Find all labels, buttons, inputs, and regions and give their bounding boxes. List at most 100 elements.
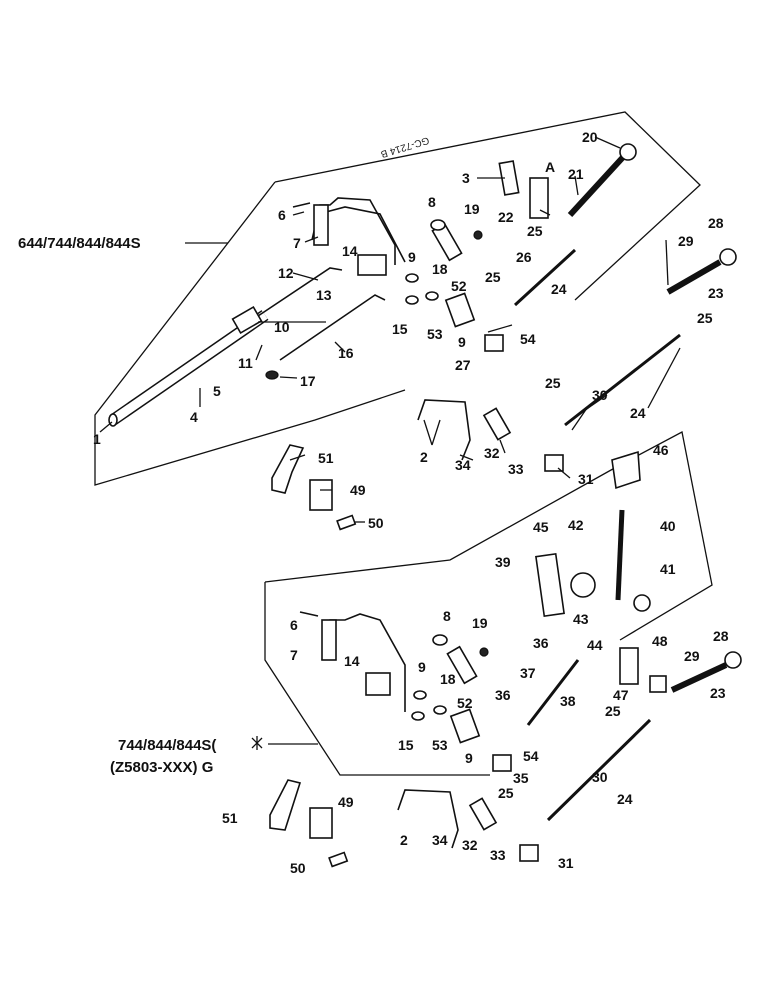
- part-29-lever-lower: [670, 662, 728, 693]
- callout-25c: 25: [697, 310, 713, 326]
- callout-32: 32: [484, 445, 500, 461]
- part-21-lever: [567, 152, 628, 218]
- part-53-shaft: [444, 292, 476, 328]
- lower-group-label-line1: 744/844/844S(: [118, 737, 216, 754]
- callout-19: 19: [464, 201, 480, 217]
- part-15-washer: [405, 295, 419, 305]
- lower-group-outline: [264, 431, 713, 641]
- callout-25b: 25: [485, 269, 501, 285]
- part-35-clip: [492, 754, 512, 772]
- callout-22: 22: [498, 209, 514, 225]
- part-42-sector: [570, 572, 596, 598]
- callout-9-lower: 9: [418, 659, 426, 675]
- callouts-upper: 1 2 3 4 5 6 7 8 9 10 11 12 13 14 15 16 1…: [93, 129, 724, 531]
- part-26-rod: [513, 248, 577, 307]
- callout-1: 1: [93, 431, 101, 447]
- callout-29: 29: [678, 233, 694, 249]
- callout-16: 16: [338, 345, 354, 361]
- callout-31-lower: 31: [558, 855, 574, 871]
- part-46-grip: [611, 450, 641, 490]
- callout-35: 35: [513, 770, 529, 786]
- callout-8: 8: [428, 194, 436, 210]
- part-6-pin-lower: [299, 611, 319, 617]
- upper-group-outline-left: [94, 181, 406, 486]
- callout-25d: 25: [545, 375, 561, 391]
- callout-43: 43: [573, 611, 589, 627]
- callout-18: 18: [432, 261, 448, 277]
- callout-54: 54: [520, 331, 536, 347]
- part-30-rod-lower: [546, 718, 652, 822]
- part-52-washer: [425, 291, 439, 301]
- callout-5: 5: [213, 383, 221, 399]
- callout-11: 11: [238, 355, 253, 371]
- part-31-clevis: [544, 454, 564, 472]
- callout-47: 47: [613, 687, 629, 703]
- callout-54-lower: 54: [523, 748, 539, 764]
- callout-52: 52: [451, 278, 467, 294]
- part-12-rod: [254, 267, 343, 319]
- callout-41: 41: [660, 561, 676, 577]
- callout-28-lower: 28: [713, 628, 729, 644]
- part-8-bushing-lower: [432, 634, 448, 646]
- callout-52-lower: 52: [457, 695, 473, 711]
- callout-45: 45: [533, 519, 549, 535]
- leader-lines: [99, 136, 681, 523]
- callout-10: 10: [274, 319, 290, 335]
- callout-24-lower: 24: [617, 791, 633, 807]
- callout-14-lower: 14: [344, 653, 360, 669]
- callout-49: 49: [350, 482, 366, 498]
- lower-group-label-line2: (Z5803-XXX) G: [110, 759, 213, 776]
- lower-group-outline-left: [264, 582, 490, 776]
- part-8-bushing: [430, 219, 446, 231]
- callout-6-lower: 6: [290, 617, 298, 633]
- callout-53-lower: 53: [432, 737, 448, 753]
- callout-34-lower: 34: [432, 832, 448, 848]
- callout-4: 4: [190, 409, 198, 425]
- callout-42: 42: [568, 517, 584, 533]
- part-51-plate: [271, 444, 305, 494]
- part-14-block-lower: [365, 672, 391, 696]
- callout-25-lower: 25: [605, 703, 621, 719]
- callout-19-lower: 19: [472, 615, 488, 631]
- part-9-washer: [405, 273, 419, 283]
- upper-group-label: 644/744/844/844S: [18, 235, 141, 252]
- callout-24b: 24: [630, 405, 646, 421]
- callout-30-lower: 30: [592, 769, 608, 785]
- callout-21: 21: [568, 166, 584, 182]
- part-7-bracket-lower: [321, 613, 406, 712]
- callout-17: 17: [300, 373, 316, 389]
- callout-33: 33: [508, 461, 524, 477]
- callout-53: 53: [427, 326, 443, 342]
- callout-2: 2: [420, 449, 428, 465]
- upper-group-outline: [274, 111, 701, 301]
- callout-20: 20: [582, 129, 598, 145]
- part-29-lever: [666, 259, 722, 295]
- callout-14: 14: [342, 243, 358, 259]
- part-28-knob-lower: [724, 651, 742, 669]
- part-7-bracket: [311, 197, 406, 265]
- part-19-ball-lower: [479, 647, 489, 657]
- callout-51-lower: 51: [222, 810, 238, 826]
- part-10-coupling: [231, 305, 263, 335]
- part-34-bracket-lower: [397, 789, 459, 849]
- callout-51: 51: [318, 450, 334, 466]
- part-40-lever: [615, 509, 625, 601]
- callout-30: 30: [592, 387, 608, 403]
- part-32-pin-lower: [468, 797, 498, 831]
- callout-36b: 36: [495, 687, 511, 703]
- callout-2-lower: 2: [400, 832, 408, 848]
- detail-letter: A: [545, 159, 555, 175]
- part-48-bracket: [619, 647, 639, 685]
- callout-29-lower: 29: [684, 648, 700, 664]
- part-37-rod: [526, 659, 580, 726]
- callout-32-lower: 32: [462, 837, 478, 853]
- part-39-plate: [535, 552, 565, 618]
- callout-24: 24: [551, 281, 567, 297]
- part-50-pin-lower: [328, 851, 349, 868]
- callout-50-lower: 50: [290, 860, 306, 876]
- part-34-bracket: [417, 399, 471, 461]
- callout-46: 46: [653, 442, 669, 458]
- callout-9: 9: [408, 249, 416, 265]
- part-20-knob: [619, 143, 637, 161]
- part-41-spacer: [633, 594, 651, 612]
